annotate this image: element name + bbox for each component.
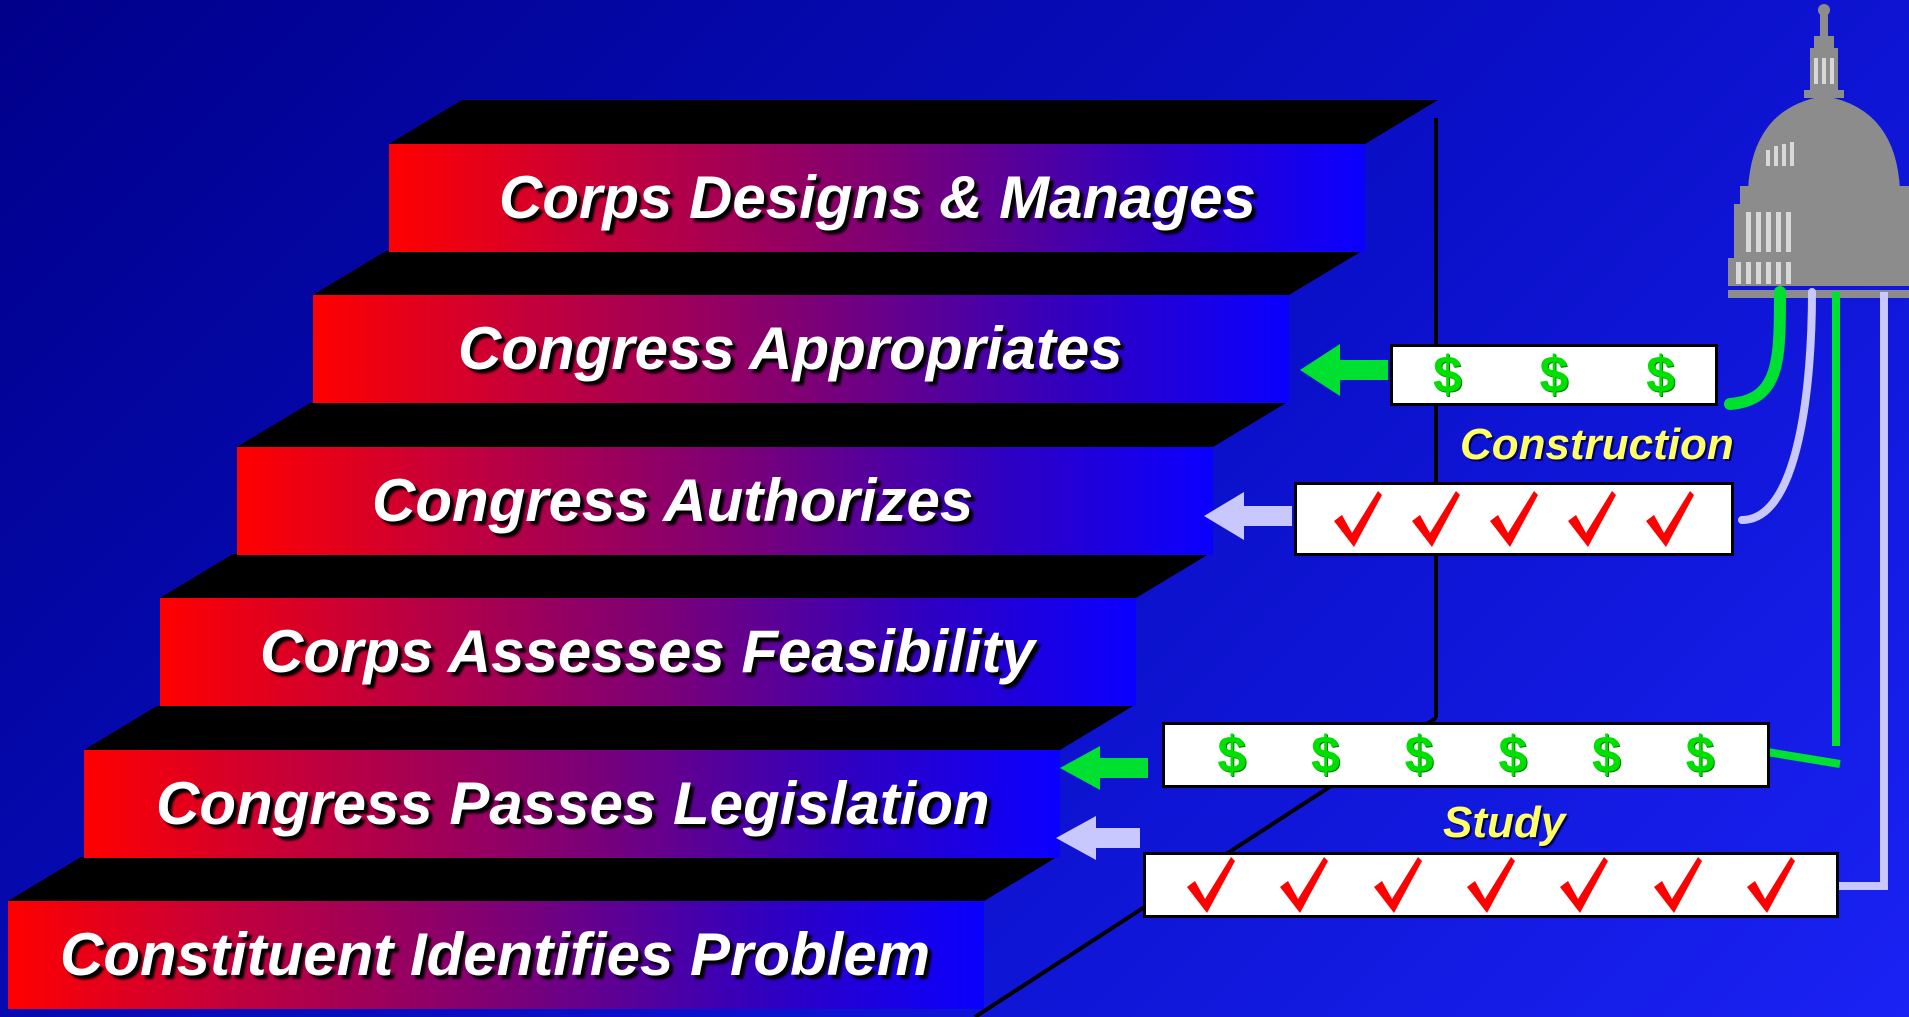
dollar-icon: $	[1404, 726, 1434, 784]
step-label: Corps Designs & Manages	[499, 164, 1256, 231]
dollar-icon: $	[1646, 346, 1675, 404]
dollar-icon: $	[1217, 726, 1247, 784]
step-label: Corps Assesses Feasibility	[260, 618, 1035, 685]
step-3: Corps Assesses Feasibility	[160, 598, 1136, 706]
checkmark-icon	[1186, 857, 1235, 913]
step-6: Corps Designs & Manages	[389, 144, 1365, 252]
dollar-icon: $	[1591, 726, 1621, 784]
checkmark-icon	[1568, 491, 1616, 547]
checkmark-icon	[1490, 491, 1538, 547]
step-5: Congress Appropriates	[313, 295, 1289, 403]
step-label: Constituent Identifies Problem	[60, 921, 931, 988]
checkmark-icon	[1280, 857, 1329, 913]
arrow-left-icon	[1060, 746, 1148, 790]
step-4: Congress Authorizes	[237, 447, 1213, 555]
checkmark-icon	[1412, 491, 1460, 547]
step-label: Congress Appropriates	[458, 315, 1123, 382]
construction-authorization-box	[1294, 482, 1734, 556]
dollar-icon: $	[1433, 346, 1462, 404]
study-funding-box: $ $ $ $ $ $	[1162, 722, 1770, 788]
checkmark-icon	[1653, 857, 1702, 913]
construction-funding-box: $ $ $	[1390, 344, 1718, 406]
checkmark-icon	[1466, 857, 1515, 913]
study-caption: Study	[1443, 798, 1566, 847]
study-authorization-box	[1143, 852, 1839, 918]
arrow-left-icon	[1056, 816, 1140, 860]
step-1: Constituent Identifies Problem	[8, 901, 984, 1009]
dollar-icon: $	[1685, 726, 1715, 784]
arrow-left-icon	[1204, 492, 1292, 540]
step-label: Congress Passes Legislation	[156, 770, 990, 837]
arrow-left-icon	[1300, 344, 1388, 396]
construction-caption: Construction	[1460, 420, 1734, 469]
dollar-icon: $	[1539, 346, 1569, 404]
dollar-icon: $	[1498, 726, 1528, 784]
checkmark-icon	[1334, 491, 1382, 547]
step-2: Congress Passes Legislation	[84, 750, 1060, 858]
checkmark-icon	[1747, 857, 1796, 913]
dollar-icon: $	[1311, 726, 1340, 784]
checkmark-icon	[1646, 491, 1694, 547]
checkmark-icon	[1373, 857, 1422, 913]
step-label: Congress Authorizes	[372, 467, 974, 534]
checkmark-icon	[1560, 857, 1609, 913]
